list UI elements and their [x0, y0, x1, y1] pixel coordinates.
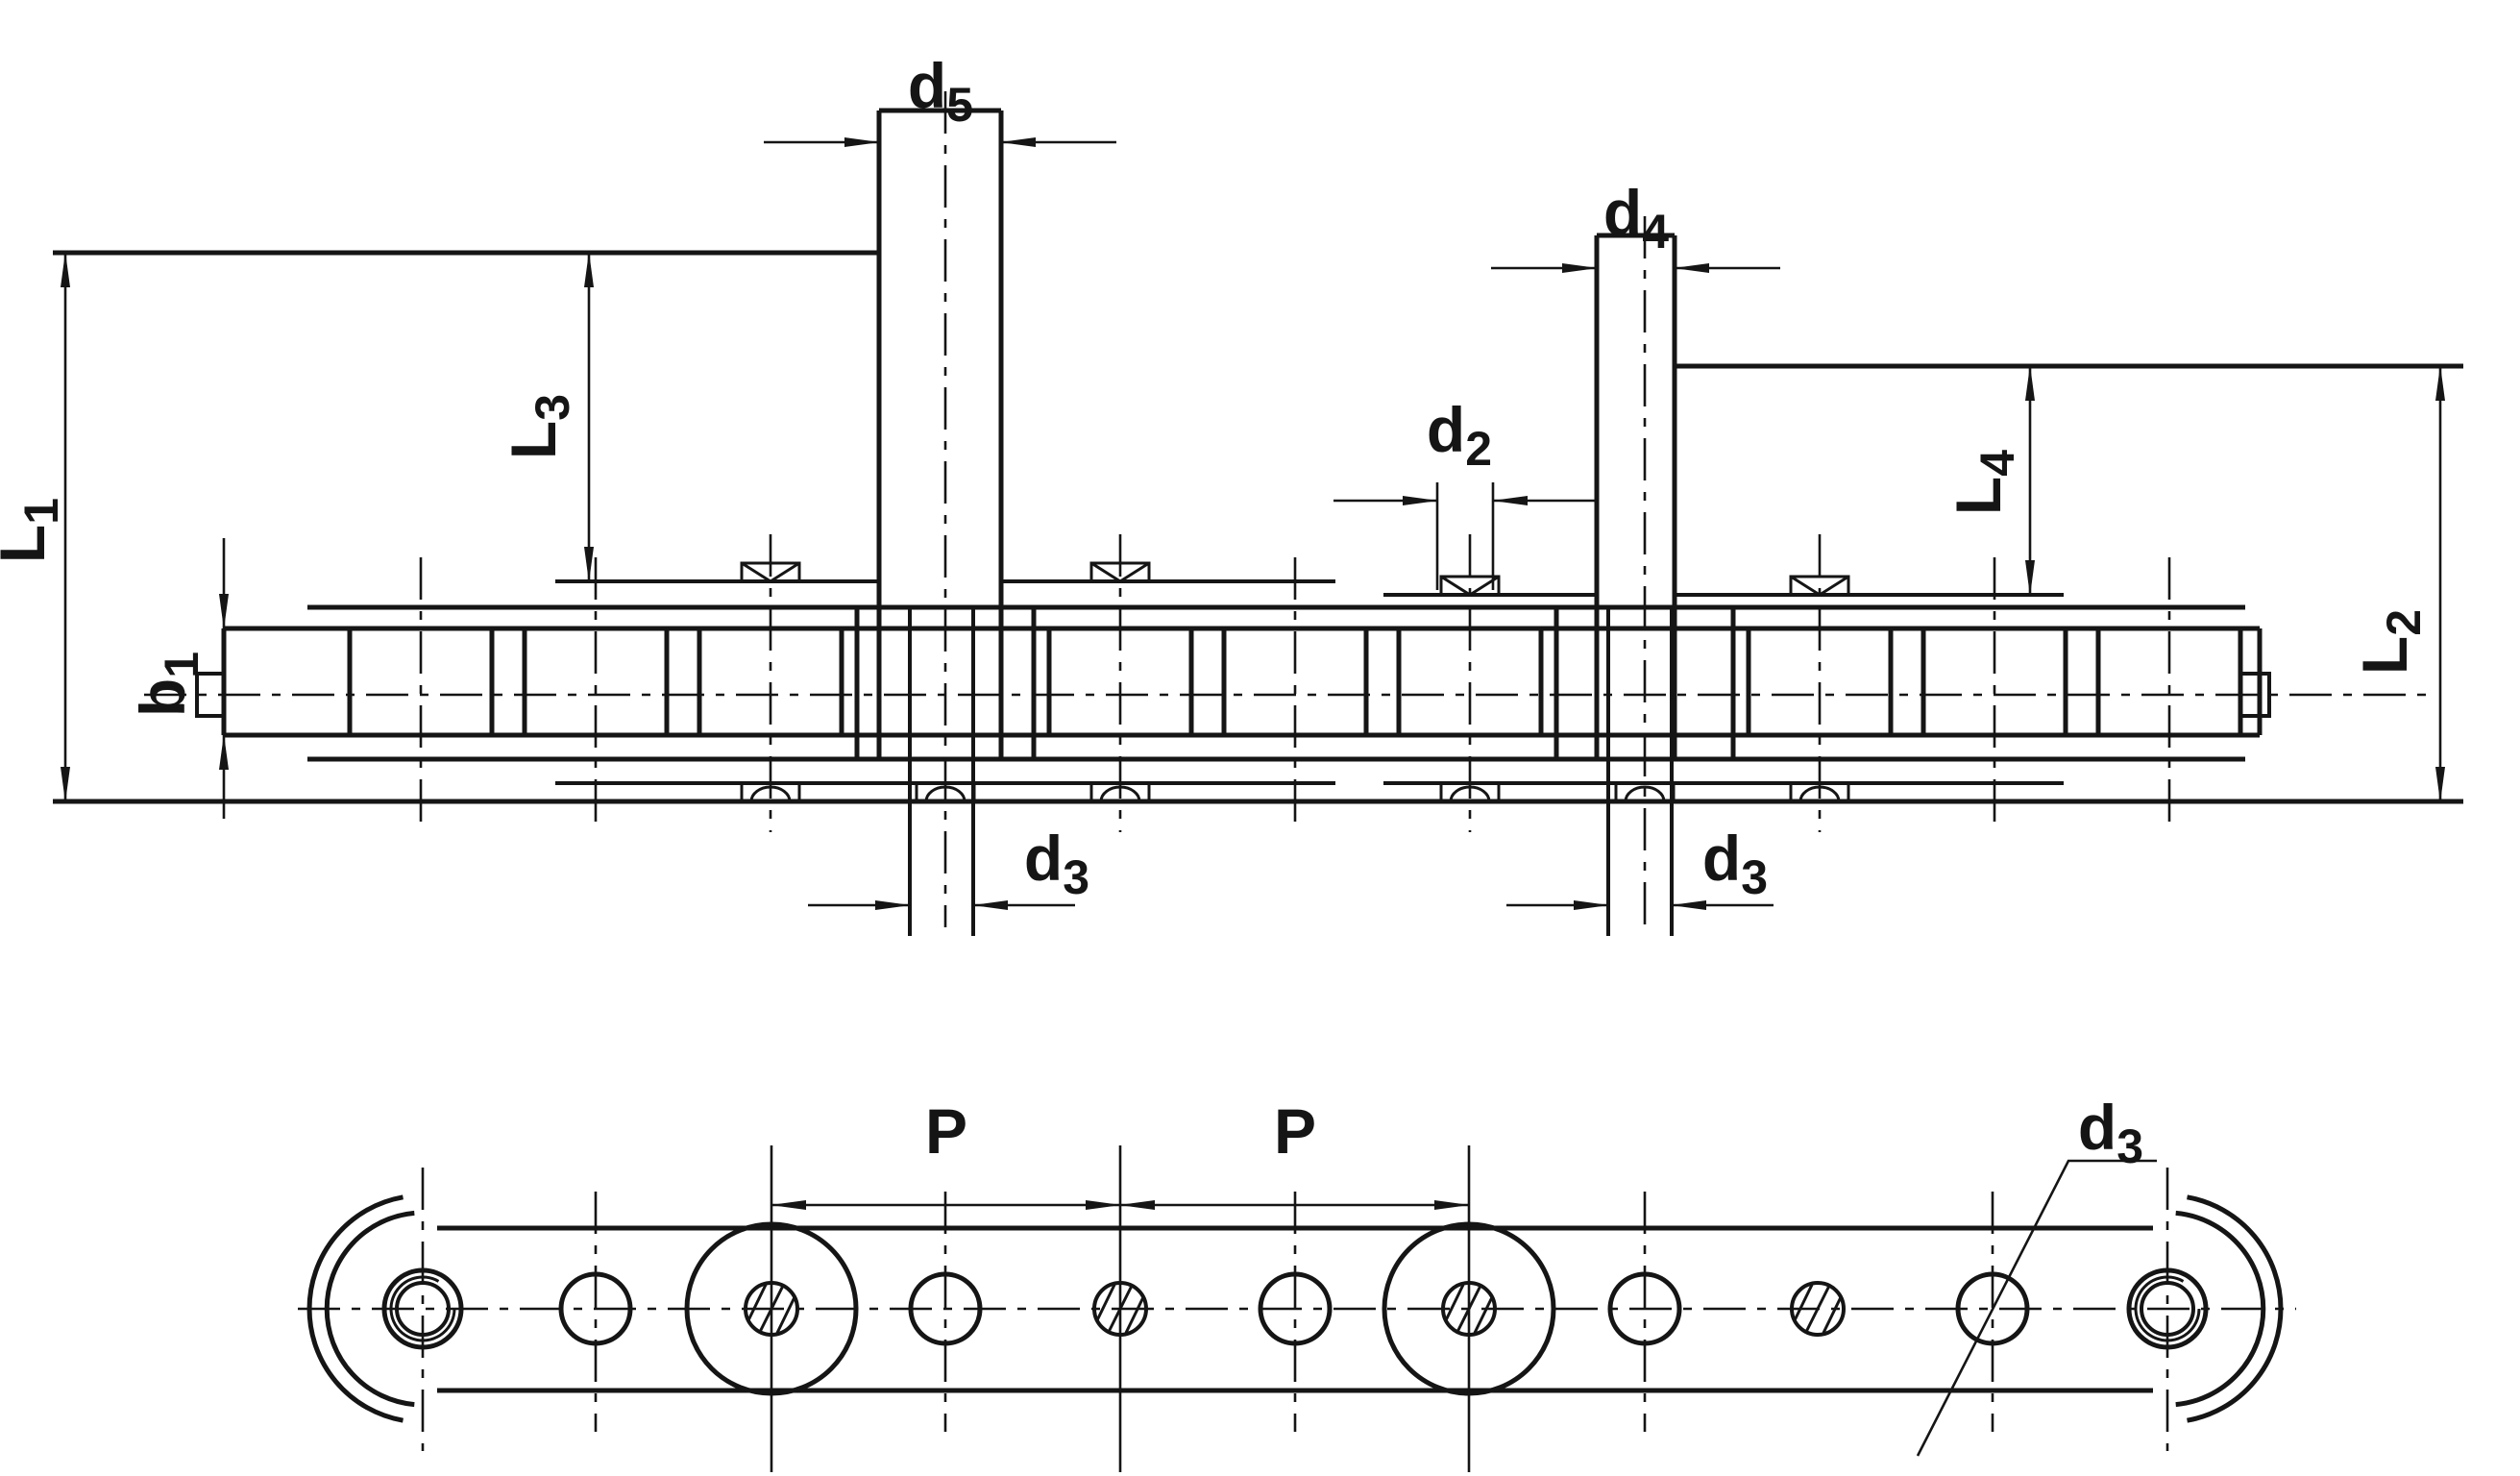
leader-d3-plan — [1916, 1159, 2157, 1457]
dim-label-d3-plan: d3 — [2078, 1092, 2143, 1173]
dim-label-d5: d5 — [908, 50, 973, 132]
dim-label-L4: L4 — [1943, 450, 2024, 515]
dim-label-d2: d2 — [1427, 394, 1492, 476]
extended-pin-d5 — [876, 108, 1004, 936]
dim-label-d3-right: d3 — [1702, 823, 1768, 904]
extended-pin-d4 — [1594, 233, 1677, 936]
side-view: d5 d4 d2 d3 d3 L1 b1 L3 L4 L2 — [0, 50, 2463, 936]
plan-view: P P d3 — [298, 1092, 2296, 1472]
plan-joint-centerlines — [421, 1168, 2169, 1451]
joint-centerlines — [419, 91, 2171, 927]
dim-d2 — [1333, 482, 1597, 590]
dim-label-L2: L2 — [2349, 609, 2431, 675]
dim-label-L1: L1 — [0, 498, 68, 563]
dim-label-d3-left: d3 — [1024, 823, 1089, 904]
dim-label-d4: d4 — [1603, 177, 1669, 258]
pitch-extension-lines — [770, 1145, 1471, 1472]
dim-label-P-left: P — [925, 1095, 967, 1167]
dim-label-b1: b1 — [127, 652, 208, 717]
dim-label-L3: L3 — [498, 394, 579, 459]
dim-label-P-right: P — [1274, 1095, 1316, 1167]
